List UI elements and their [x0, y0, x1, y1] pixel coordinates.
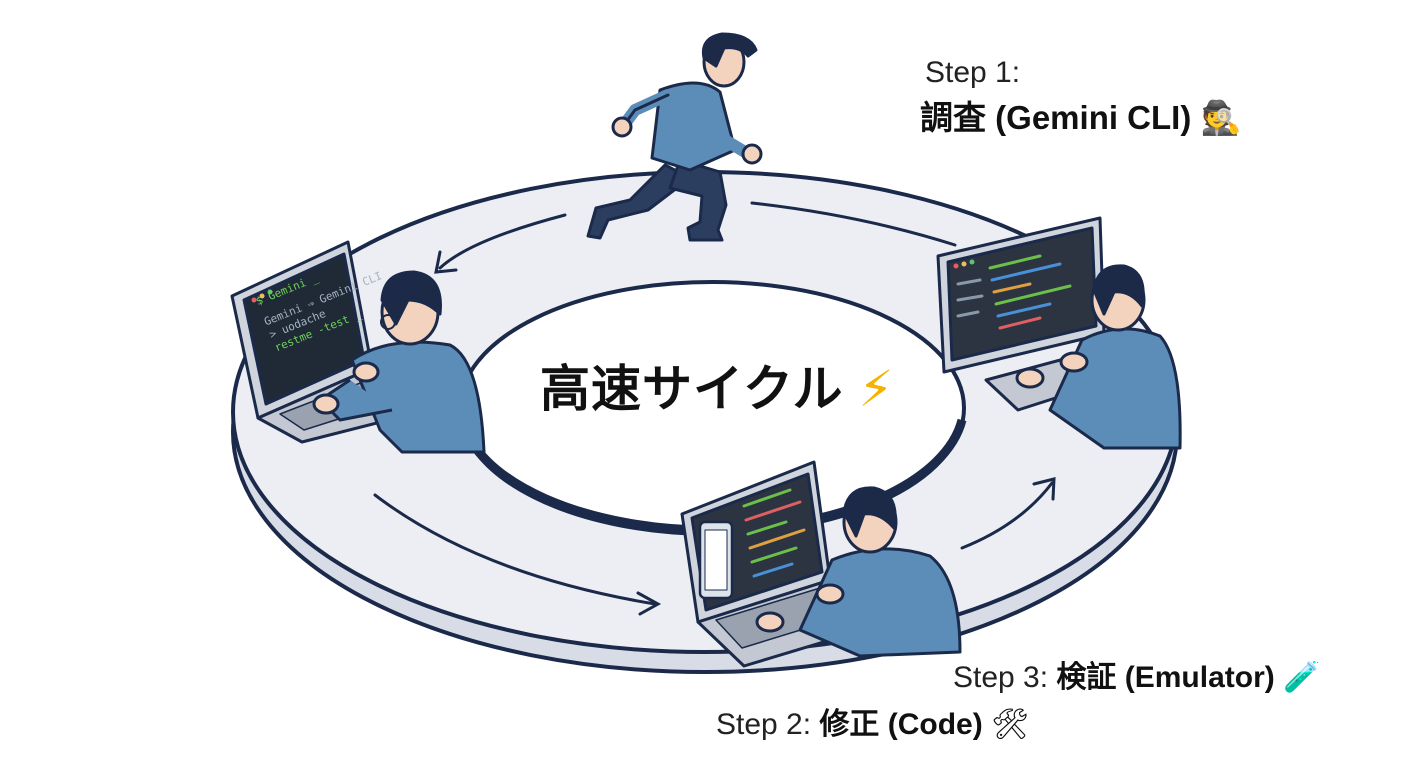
code-lines-bottom — [742, 488, 806, 578]
developer-right — [1015, 264, 1182, 450]
center-title: 高速サイクル ⚡ — [540, 364, 895, 414]
arrow-top-right — [750, 201, 957, 247]
step1-title-text: 調査 (Gemini CLI) — [920, 99, 1192, 136]
tools-icon: 🛠 — [991, 707, 1030, 742]
step3-title: 検証 (Emulator) — [1056, 661, 1275, 694]
arrow-top-left-head — [434, 250, 458, 274]
center-title-text: 高速サイクル — [540, 361, 844, 417]
step2-prefix: Step 2: — [716, 708, 812, 741]
developer-left — [312, 270, 486, 454]
step3-label: Step 3: 検証 (Emulator) 🧪 — [953, 663, 1320, 693]
arrow-top-left — [438, 213, 567, 270]
detective-icon: 🕵 — [1200, 98, 1242, 137]
step2-title: 修正 (Code) — [819, 708, 983, 741]
step2-label: Step 2: 修正 (Code) 🛠 — [716, 710, 1029, 740]
step1-title: 調査 (Gemini CLI) 🕵 — [920, 101, 1242, 134]
step3-prefix: Step 3: — [953, 661, 1049, 694]
flow-arrows — [373, 201, 1056, 616]
developer-bottom — [755, 486, 962, 658]
code-lines-right — [956, 254, 1072, 330]
monitor-right — [936, 216, 1120, 412]
test-tube-icon: 🧪 — [1283, 660, 1321, 695]
arrow-bottom-right-head — [1032, 477, 1056, 501]
lightning-icon: ⚡ — [858, 360, 895, 418]
arrow-bottom-right — [960, 481, 1054, 550]
arrow-bottom-left-head — [636, 591, 662, 616]
running-person — [586, 32, 763, 242]
step1-label: Step 1: — [925, 56, 1021, 89]
arrow-bottom-left — [373, 493, 657, 606]
